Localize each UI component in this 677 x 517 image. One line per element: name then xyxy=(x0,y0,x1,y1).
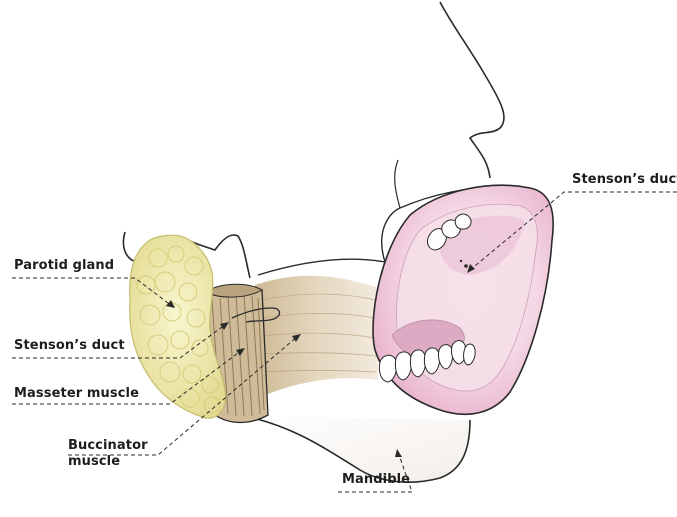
label-buccinator-muscle: Buccinator muscle xyxy=(68,438,148,470)
label-buccinator-line1: Buccinator xyxy=(68,438,148,454)
label-buccinator-line2: muscle xyxy=(68,454,148,470)
label-stensons-duct-right: Stenson’s duct xyxy=(572,172,677,187)
label-stensons-duct-left: Stenson’s duct xyxy=(14,338,125,353)
duct-papilla xyxy=(464,264,468,268)
nose-outline xyxy=(440,2,504,178)
cheek-contour xyxy=(395,160,400,208)
label-mandible: Mandible xyxy=(342,472,410,487)
label-masseter-muscle: Masseter muscle xyxy=(14,386,139,401)
label-parotid-gland: Parotid gland xyxy=(14,258,114,273)
